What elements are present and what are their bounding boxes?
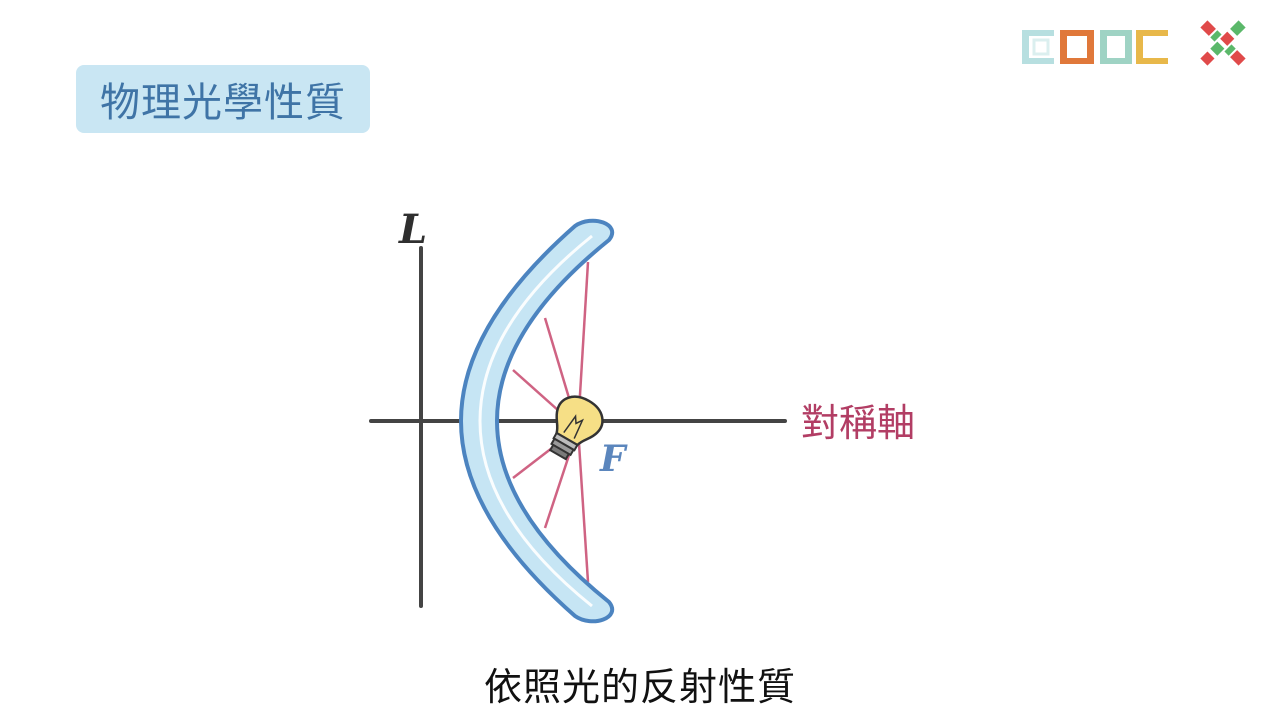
- label-L: L: [398, 206, 427, 253]
- concave-mirror: [459, 218, 614, 624]
- brand-mark-icon: [1200, 20, 1246, 66]
- page-title: 物理光學性質: [100, 80, 346, 126]
- symmetry-axis-label: 對稱軸: [801, 401, 915, 445]
- title-badge: 物理光學性質: [76, 65, 370, 133]
- mirror-highlight: [478, 234, 593, 608]
- ray: [576, 427, 590, 583]
- subtitle-caption: 依照光的反射性質: [483, 665, 796, 709]
- light-bulb-icon: [548, 395, 604, 461]
- brand-logo: [1022, 30, 1168, 64]
- focus-label-F: F: [599, 438, 628, 480]
